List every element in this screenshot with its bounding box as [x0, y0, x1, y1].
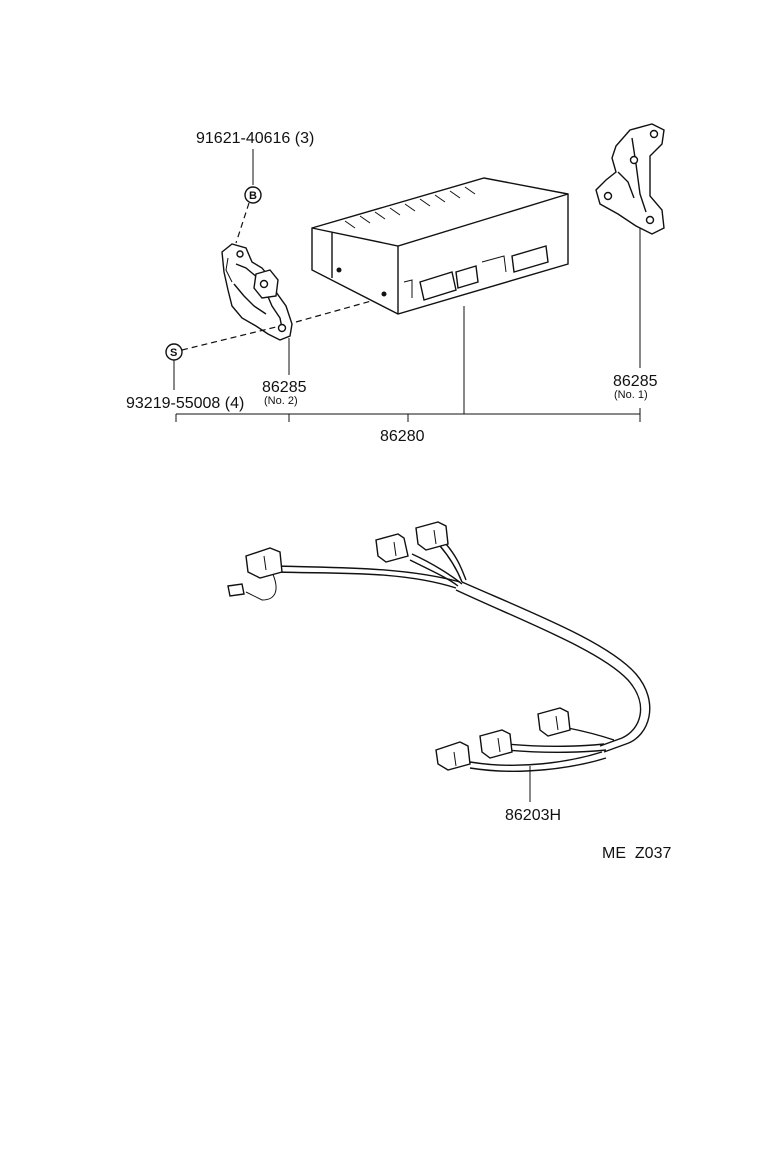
assembly-part-number[interactable]: 86280 [380, 428, 425, 445]
bolt-b-callout: 91621-40616 (3) B [196, 130, 314, 244]
bracket-no2-sub-label: (No. 2) [264, 395, 298, 407]
bracket-no1-sub-label: (No. 1) [614, 389, 648, 401]
screw-s-callout: S 93219-55008 (4) [126, 297, 383, 412]
wire-harness-drawing [227, 521, 651, 772]
bolt-b-symbol [244, 186, 262, 204]
svg-text:B: B [249, 190, 257, 202]
bracket-no1-part-number[interactable]: 86285 [613, 373, 658, 390]
diagram-code: ME Z037 [602, 845, 671, 862]
bolt-b-part-number[interactable]: 91621-40616 (3) [196, 130, 314, 147]
assembly-callout: 86280 [175, 306, 641, 445]
svg-text:S: S [170, 347, 177, 359]
wire-harness-callout: 86203H [505, 766, 561, 824]
bracket-no1-callout: 86285 (No. 1) [613, 228, 658, 401]
bracket-no1-drawing [595, 123, 665, 235]
bracket-no2-callout: 86285 (No. 2) [262, 338, 307, 407]
bracket-no2-part-number[interactable]: 86285 [262, 379, 307, 396]
screw-s-part-number[interactable]: 93219-55008 (4) [126, 395, 244, 412]
unit-box-drawing [311, 177, 569, 315]
wire-harness-part-number[interactable]: 86203H [505, 807, 561, 824]
bracket-no2-drawing [221, 243, 293, 341]
